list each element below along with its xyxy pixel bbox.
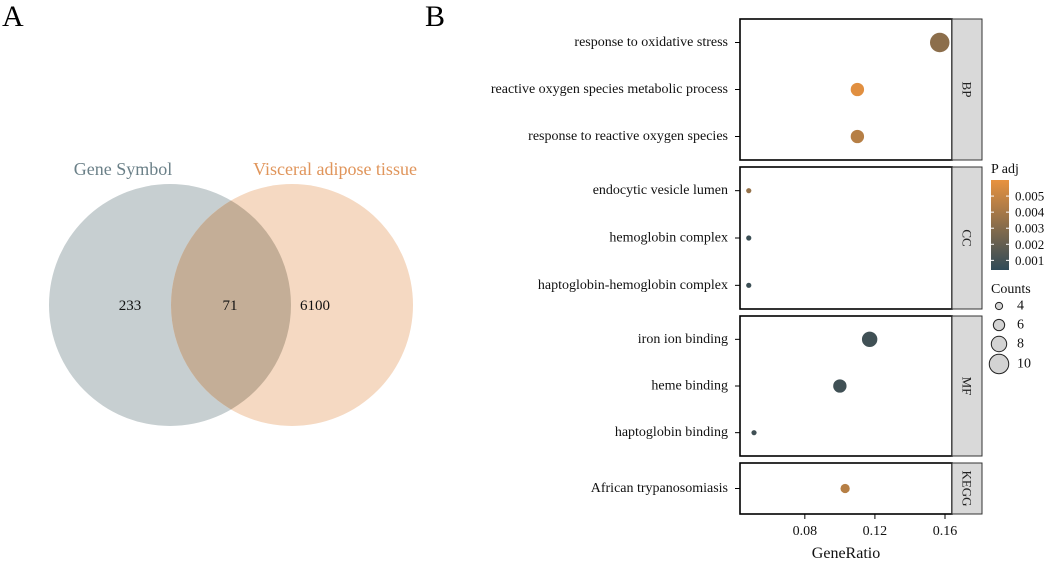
color-legend-label-0-001: 0.001 (1015, 253, 1044, 268)
size-legend-circle-8 (990, 335, 1008, 353)
x-tick-label-0-12: 0.12 (863, 524, 888, 539)
venn-count-gene-symbol-only: 233 (119, 298, 142, 314)
facet-strip-label-cc: CC (960, 229, 975, 246)
facet-cc: CC endocytic vesicle lumen hemoglobin comp… (538, 166, 983, 310)
size-legend-title: Counts (991, 282, 1031, 297)
y-tick-label-reactive-oxygen-species-metabolic-process: reactive oxygen species metabolic proces… (491, 82, 728, 97)
facet-bp: BP response to oxidative stress reactive o… (491, 18, 983, 161)
data-point-response-to-reactive-oxygen-species (850, 129, 865, 144)
y-tick-label-heme-binding: heme binding (651, 379, 728, 394)
data-point-haptoglobin-hemoglobin-complex (746, 282, 752, 288)
venn-set-label-visceral-adipose: Visceral adipose tissue (253, 159, 417, 179)
y-tick-label-response-to-oxidative-stress: response to oxidative stress (574, 35, 728, 50)
facet-mf: MF iron ion binding heme binding haptoglobi… (615, 315, 983, 457)
facet-panel-bp (739, 18, 953, 161)
facet-strip-bp (951, 18, 983, 161)
x-tick-label-0-16: 0.16 (933, 524, 958, 539)
color-legend-label-0-005: 0.005 (1015, 189, 1044, 204)
facet-kegg: KEGG African trypanosomiasis (591, 462, 983, 515)
venn-set-label-gene-symbol: Gene Symbol (74, 159, 173, 179)
color-legend-bar (991, 180, 1009, 270)
data-point-heme-binding (833, 379, 847, 393)
x-axis-title: GeneRatio (812, 545, 880, 562)
size-legend-circle-4 (994, 301, 1004, 311)
y-tick-label-haptoglobin-hemoglobin-complex: haptoglobin-hemoglobin complex (538, 278, 728, 293)
facet-strip-label-kegg: KEGG (960, 470, 975, 506)
size-legend-label-6: 6 (1017, 318, 1024, 333)
facet-strip-label-mf: MF (960, 377, 975, 396)
size-legend-circle-10 (988, 353, 1010, 375)
venn-count-visceral-adipose-only: 6100 (300, 298, 330, 314)
facet-strip-cc (951, 166, 983, 310)
size-legend-label-4: 4 (1017, 299, 1024, 314)
data-point-reactive-oxygen-species-metabolic-process (850, 82, 865, 97)
y-tick-label-hemoglobin-complex: hemoglobin complex (609, 231, 728, 246)
y-tick-label-response-to-reactive-oxygen-species: response to reactive oxygen species (528, 129, 728, 144)
panel-label-a: A (2, 0, 24, 33)
color-legend-label-0-003: 0.003 (1015, 221, 1044, 236)
x-tick-label-0-08: 0.08 (793, 524, 818, 539)
facet-strip-mf (951, 315, 983, 457)
y-tick-label-african-trypanosomiasis: African trypanosomiasis (591, 481, 728, 496)
facet-strip-label-bp: BP (960, 82, 975, 98)
venn-count-overlap: 71 (223, 298, 238, 314)
data-point-endocytic-vesicle-lumen (746, 188, 752, 194)
color-legend-title: P adj (991, 162, 1019, 177)
size-legend-label-8: 8 (1017, 337, 1024, 352)
data-point-iron-ion-binding (861, 331, 878, 348)
venn-diagram: Gene Symbol Visceral adipose tissue 233 … (49, 159, 417, 426)
y-tick-label-iron-ion-binding: iron ion binding (638, 332, 728, 347)
venn-overlap-region (170, 200, 291, 410)
color-legend-label-0-004: 0.004 (1015, 205, 1045, 220)
size-legend: Counts 4 6 8 10 (988, 282, 1031, 375)
panel-label-b: B (425, 0, 445, 33)
size-legend-circle-6 (992, 318, 1006, 332)
color-legend-label-0-002: 0.002 (1015, 237, 1044, 252)
enrichment-dot-plot: BP response to oxidative stress reactive o… (491, 18, 1045, 562)
facet-panel-cc (739, 166, 953, 310)
data-point-response-to-oxidative-stress (929, 32, 950, 53)
data-point-african-trypanosomiasis (840, 483, 850, 494)
facet-strip-kegg (951, 462, 983, 515)
size-legend-label-10: 10 (1017, 357, 1031, 372)
data-point-haptoglobin-binding (751, 430, 757, 436)
data-point-hemoglobin-complex (746, 235, 752, 241)
y-tick-label-haptoglobin-binding: haptoglobin binding (615, 425, 728, 440)
y-tick-label-endocytic-vesicle-lumen: endocytic vesicle lumen (593, 183, 728, 198)
